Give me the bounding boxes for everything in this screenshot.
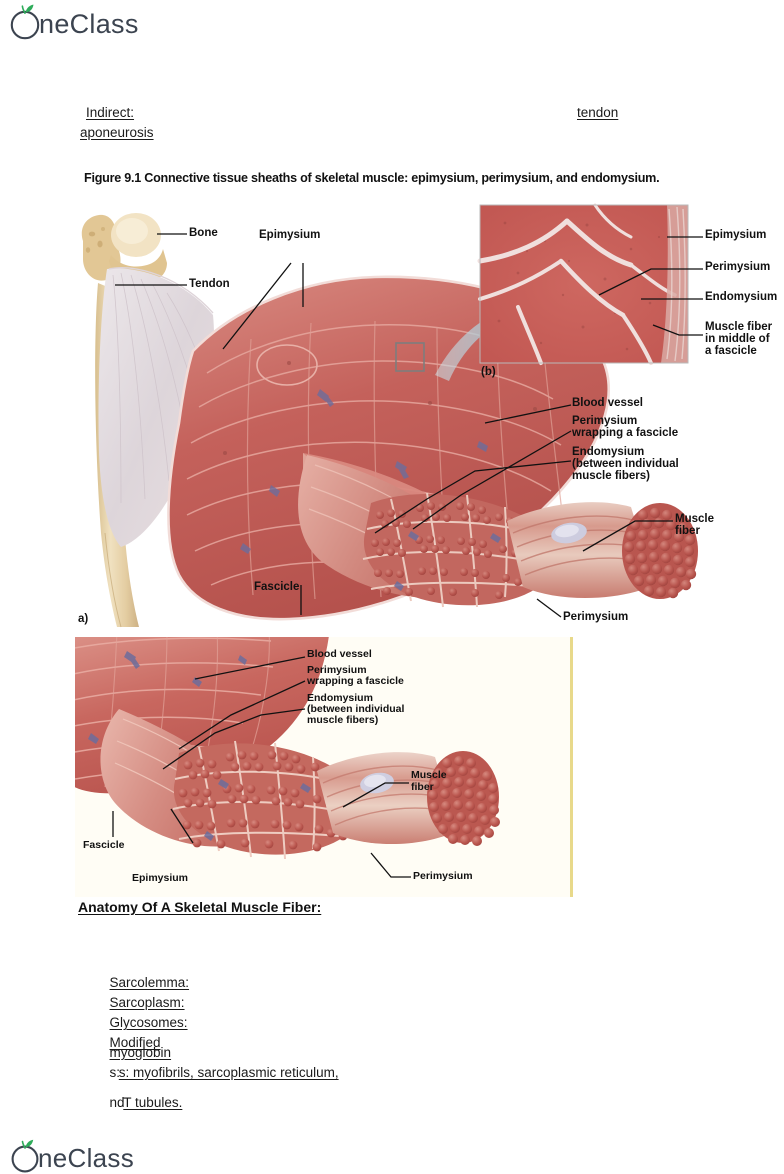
term-modified-suffix: s:: [109, 1065, 124, 1080]
section-heading-anatomy: Anatomy Of A Skeletal Muscle Fiber:: [78, 899, 322, 915]
label-fascicle: Fascicle: [254, 581, 300, 593]
lower-label-endomysium-line3: muscle fibers): [307, 714, 379, 726]
tendon-art: [98, 266, 215, 547]
muscle-fiber-cylinder-lower-art: [317, 751, 500, 846]
term-glycosomes: Glycosomes:: [109, 1015, 188, 1030]
label-perimysium-wrapping-line2: wrapping a fascicle: [572, 427, 679, 439]
label-tendon: Tendon: [189, 278, 230, 290]
oneclass-logo-header: neClass: [6, 2, 156, 42]
label-muscle-fiber-line1: Muscle: [675, 513, 714, 525]
term-modified: Modified: [109, 1035, 161, 1050]
label-bone: Bone: [189, 227, 218, 239]
note-tendon-text: tendon: [577, 105, 619, 120]
lower-label-fascicle: Fascicle: [83, 839, 125, 851]
label-perimysium-bottom: Perimysium: [563, 611, 629, 623]
label-micro-muscle-fiber-line2: in middle of: [705, 333, 770, 345]
label-muscle-fiber-line2: fiber: [675, 525, 700, 537]
note-aponeurosis-text: aponeurosis: [80, 125, 154, 140]
lower-label-epimysium: Epimysium: [132, 872, 189, 884]
muscle-anatomy-artwork: [81, 203, 703, 628]
muscle-fascicle-artwork-lower: [75, 637, 500, 878]
figure-main-illustration: Bone Tendon Epimysium Fascicle Perimysiu…: [75, 203, 784, 628]
label-epimysium: Epimysium: [259, 229, 321, 241]
lower-label-perimysium-wrapping-line2: wrapping a fascicle: [307, 675, 404, 687]
note-indirect-text: Indirect:: [86, 105, 135, 120]
svg-text:neClass: neClass: [38, 1143, 134, 1173]
svg-text:neClass: neClass: [39, 9, 139, 39]
term-and: nd: [109, 1095, 129, 1110]
label-endomysium-line1: Endomysium: [572, 446, 645, 458]
lower-label-muscle-fiber-line1: Muscle: [411, 769, 447, 781]
fascicle-cone-lower-art: [100, 709, 364, 860]
label-perimysium-wrapping-line1: Perimysium: [572, 415, 638, 427]
note-indirect: Indirect:: [86, 105, 134, 122]
lower-label-perimysium-wrapping-line1: Perimysium: [307, 664, 367, 676]
term-row-modified: Modified s: s: myofibrils, sarcoplasmic …: [87, 1020, 687, 1110]
term-sarcolemma: Sarcolemma:: [109, 975, 190, 990]
lower-label-blood-vessel: Blood vessel: [307, 648, 372, 660]
label-micro-endomysium: Endomysium: [705, 291, 778, 303]
leader-lines-lower: [112, 656, 411, 878]
label-micro-epimysium: Epimysium: [705, 229, 767, 241]
leader-lines-main: [115, 233, 703, 618]
lower-label-muscle-fiber-line2: fiber: [411, 781, 434, 793]
panel-letter-b: (b): [481, 366, 496, 378]
oneclass-logo-icon-footer: neClass: [11, 1139, 134, 1173]
label-micro-perimysium: Perimysium: [705, 261, 771, 273]
label-endomysium-line2: (between individual: [572, 458, 679, 470]
term-row-sarcoplasm: Sarcoplasm:: [87, 980, 687, 1010]
terms-list: Sarcolemma: Sarcoplasm: Glycosomes: myog…: [87, 960, 687, 1110]
note-aponeurosis: aponeurosis: [80, 125, 154, 142]
term-sarcoplasm: Sarcoplasm:: [109, 995, 185, 1010]
micrograph-inset-art: [477, 203, 689, 365]
panel-letter-a: a): [78, 613, 89, 625]
label-endomysium-line3: muscle fibers): [572, 470, 650, 482]
term-t-tubules: T tubules.: [123, 1095, 183, 1110]
term-organelles: s: myofibrils, sarcoplasmic reticulum,: [118, 1065, 339, 1080]
lower-label-endomysium-line2: (between individual: [307, 703, 405, 715]
term-row-sarcolemma: Sarcolemma:: [87, 960, 687, 990]
label-blood-vessel: Blood vessel: [572, 397, 643, 409]
oneclass-logo-icon: neClass: [10, 4, 139, 40]
term-row-glycosomes: Glycosomes: myoglobin: [87, 1000, 687, 1060]
lower-label-perimysium: Perimysium: [413, 870, 473, 882]
label-micro-muscle-fiber-line1: Muscle fiber: [705, 321, 773, 333]
oneclass-logo-footer: neClass: [6, 1138, 156, 1174]
figure-caption: Figure 9.1 Connective tissue sheaths of …: [84, 171, 660, 185]
term-myoglobin: myoglobin: [109, 1045, 172, 1060]
muscle-fiber-cylinder-art: [507, 502, 698, 599]
lower-label-endomysium-line1: Endomysium: [307, 692, 373, 704]
figure-lower-illustration: Blood vessel Perimysium wrapping a fasci…: [75, 637, 573, 897]
zoom-origin-box: [395, 342, 425, 372]
label-micro-muscle-fiber-line3: a fascicle: [705, 345, 757, 357]
note-tendon: tendon: [577, 105, 618, 122]
